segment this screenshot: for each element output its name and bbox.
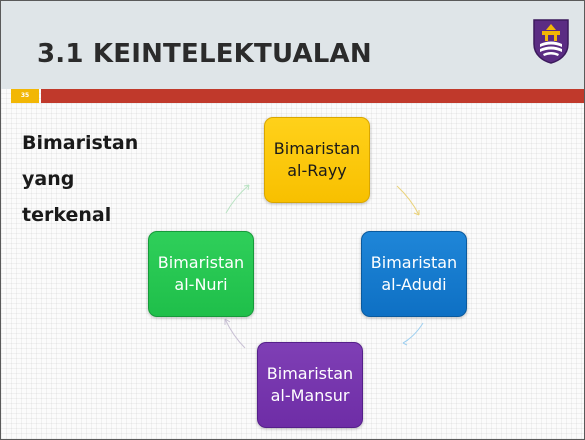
- section-heading: Bimaristan yang terkenal: [22, 125, 142, 233]
- heading-line: terkenal: [22, 204, 112, 226]
- node-label-line1: Bimaristan: [266, 364, 354, 383]
- node-label-line2: al-Mansur: [270, 386, 350, 405]
- title-band: [1, 1, 584, 89]
- node-label-line1: Bimaristan: [157, 253, 245, 272]
- node-label-line2: al-Adudi: [381, 275, 447, 294]
- cycle-node-al-adudi: Bimaristan al-Adudi: [361, 231, 467, 317]
- node-label-line2: al-Nuri: [174, 275, 228, 294]
- title-accent-bar: [41, 89, 584, 103]
- cycle-node-al-nuri: Bimaristan al-Nuri: [148, 231, 254, 317]
- node-label-line1: Bimaristan: [273, 139, 361, 158]
- slide-number-tab: [11, 89, 39, 103]
- slide-number: 35: [20, 92, 30, 99]
- slide-title: 3.1 KEINTELEKTUALAN: [37, 39, 372, 69]
- cycle-node-al-mansur: Bimaristan al-Mansur: [257, 342, 363, 428]
- heading-line: yang: [22, 168, 75, 190]
- node-label-line1: Bimaristan: [370, 253, 458, 272]
- heading-line: Bimaristan: [22, 132, 139, 154]
- cycle-node-al-rayy: Bimaristan al-Rayy: [264, 117, 370, 203]
- node-label-line2: al-Rayy: [287, 161, 347, 180]
- university-crest-icon: [533, 19, 569, 64]
